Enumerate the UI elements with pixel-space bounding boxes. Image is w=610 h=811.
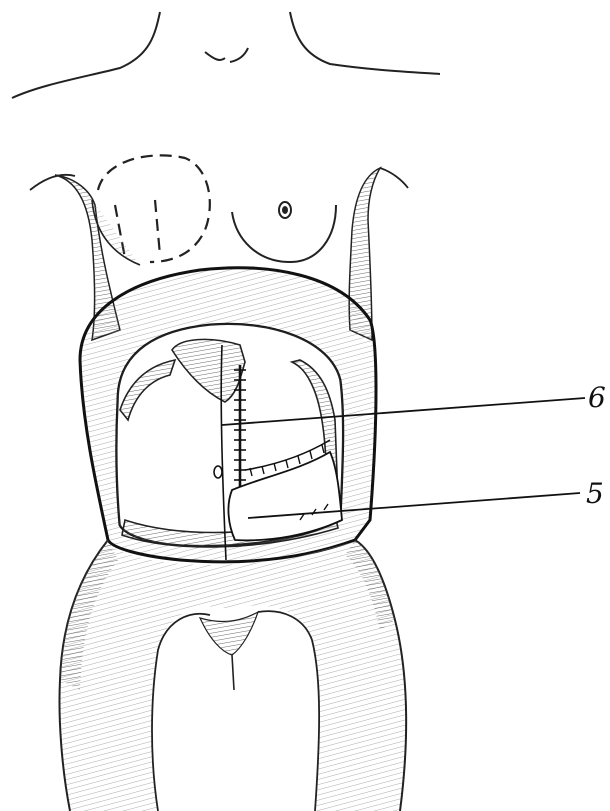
remaining-breast [232,202,336,262]
pubic-area [200,612,258,655]
neck-shoulders [12,12,440,98]
callout-5-label: 5 [586,480,604,508]
callout-6-label: 6 [588,384,606,412]
lower-body [59,540,406,811]
